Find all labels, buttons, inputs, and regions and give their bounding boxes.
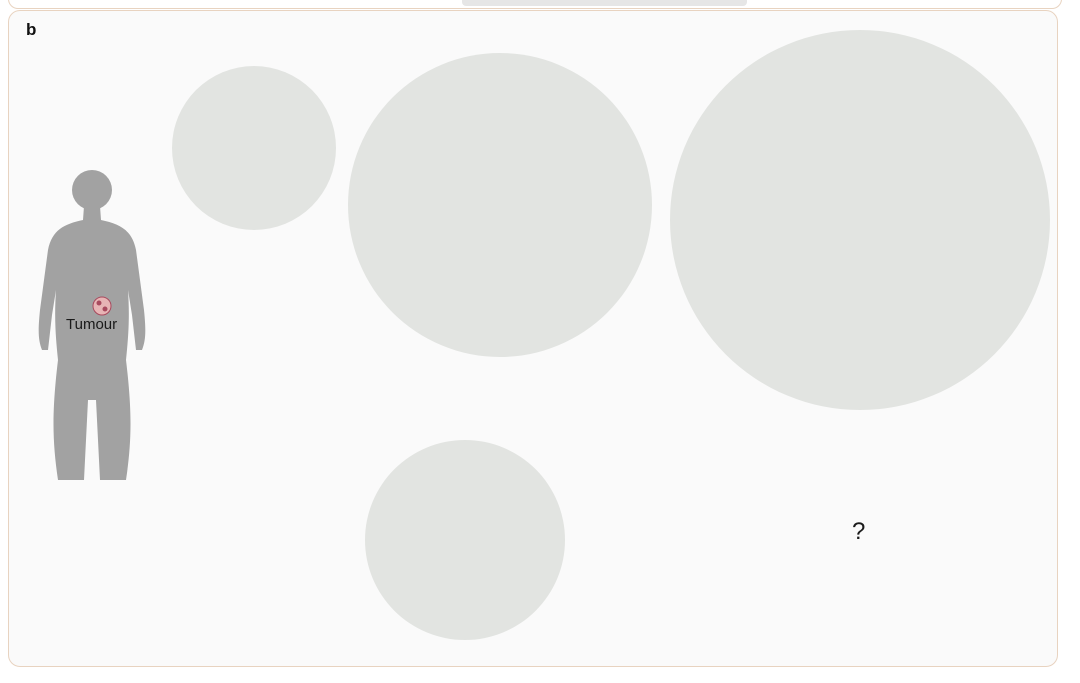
question-mark-label: ?	[852, 518, 866, 545]
drug-screen-circle	[348, 53, 652, 357]
upper-panel-tab	[462, 0, 747, 6]
tumour-label: Tumour	[66, 316, 118, 333]
panel-label: b	[26, 20, 37, 39]
imaging-circle	[365, 440, 565, 640]
tumour-spot-icon	[92, 296, 112, 316]
organoid-circle	[172, 66, 336, 230]
readout-circle	[670, 30, 1050, 410]
